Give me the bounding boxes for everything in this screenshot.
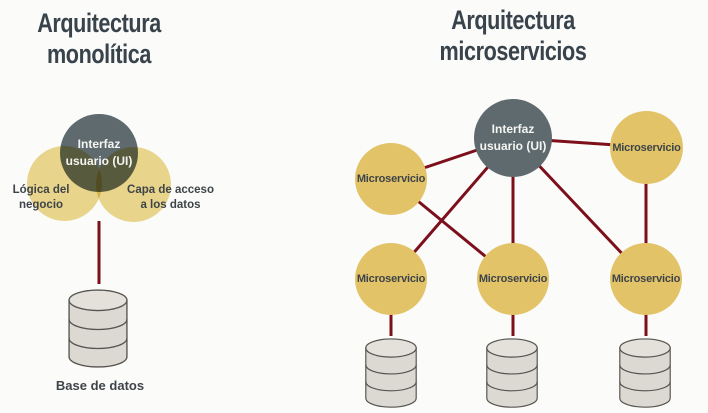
data-access-label: Capa de acceso a los datos (127, 184, 214, 211)
monolith-data-access-node (96, 147, 171, 222)
microservices-ui-label: Interfaz usuario (UI) (479, 122, 547, 153)
microservice-label: Microservicio (356, 173, 426, 185)
microservice-node-top-left: Microservicio (355, 143, 427, 215)
business-logic-label: Lógica del negocio (12, 184, 70, 211)
microservice-label: Microservicio (612, 141, 681, 154)
microservice-label: Microservicio (611, 273, 681, 285)
microservice-node-bottom-left: Microservicio (355, 243, 427, 315)
database-icon (486, 338, 538, 408)
database-icon (619, 338, 671, 408)
microservice-node-top-right: Microservicio (610, 111, 683, 184)
database-icon (365, 338, 417, 408)
microservices-title: Arquitectura microservicios (439, 5, 587, 66)
monolith-title: Arquitectura monolítica (37, 8, 161, 69)
microservice-label: Microservicio (356, 273, 426, 285)
database-label: Base de datos (55, 378, 145, 393)
microservice-label: Microservicio (478, 273, 548, 285)
monolith-ui-label: Interfaz usuario (UI) (65, 137, 133, 168)
microservices-ui-node (474, 99, 552, 177)
monolith-business-logic-node (27, 146, 102, 221)
database-icon (68, 289, 128, 368)
microservice-node-bottom-right: Microservicio (610, 243, 682, 315)
microservice-node-bottom-mid: Microservicio (477, 243, 549, 315)
